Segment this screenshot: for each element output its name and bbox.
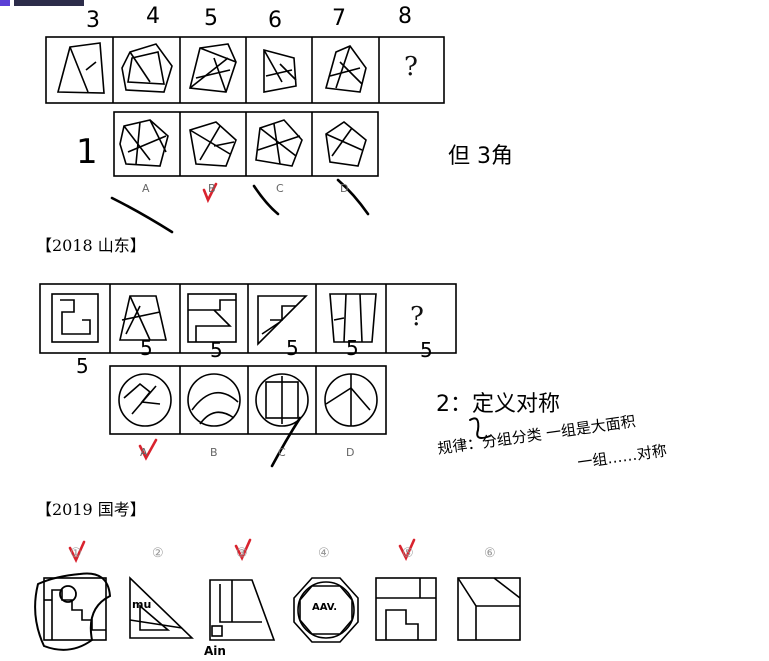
p1-hand-number-3: 3 (86, 8, 100, 33)
p2-hand-number-6: 5 (420, 338, 433, 362)
p1-hand-number-4: 4 (146, 4, 160, 29)
p2-option-label-b[interactable]: B (210, 446, 218, 459)
p2-question-row (39, 283, 457, 354)
p2-option-label-a[interactable]: A (140, 446, 148, 459)
p3-hand-label-aav: AAV. (312, 602, 338, 613)
p1-hand-number-6: 6 (268, 8, 282, 33)
red-check-marks (68, 182, 416, 564)
p2-hand-number-4: 5 (286, 336, 299, 360)
p3-circled-number-3: ③ (236, 546, 248, 561)
p2-note-line1: 2：定义对称 (436, 392, 560, 417)
p3-circled-number-5: ⑤ (402, 546, 414, 561)
p1-option-label-c[interactable]: C (276, 182, 284, 195)
p1-question-row (45, 36, 445, 104)
p1-option-label-a[interactable]: A (142, 182, 150, 195)
header-accent-bar (0, 0, 10, 6)
p1-option-label-b[interactable]: B (208, 182, 216, 195)
p2-options-row (109, 365, 387, 435)
header-title-block (14, 0, 84, 6)
p3-circled-number-1: ① (70, 546, 82, 561)
p3-source-label: 【2019 国考】 (36, 500, 146, 519)
p3-hand-label-ain: Ain (204, 644, 226, 658)
p3-figures-row (43, 576, 521, 643)
p1-option-label-d[interactable]: D (340, 182, 349, 195)
p1-hand-number-7: 7 (332, 6, 346, 31)
p2-hand-number-1: 5 (76, 354, 89, 378)
p2-option-label-d[interactable]: D (346, 446, 355, 459)
p1-hand-number-8: 8 (398, 4, 412, 29)
p3-circled-number-4: ④ (318, 546, 330, 561)
p2-option-label-c[interactable]: C (278, 446, 286, 459)
p2-source-label: 【2018 山东】 (36, 236, 146, 255)
p2-hand-number-5: 5 (346, 336, 359, 360)
p2-hand-number-3: 5 (210, 338, 223, 362)
p3-hand-label-mu: mu (132, 598, 152, 611)
p2-question-mark: ? (410, 302, 424, 332)
p1-hand-number-5: 5 (204, 6, 218, 31)
p3-circled-number-6: ⑥ (484, 546, 496, 561)
p3-circled-number-2: ② (152, 546, 164, 561)
p2-hand-number-2: 5 (140, 336, 153, 360)
p1-options-row (113, 111, 379, 177)
p1-side-note: 但 3角 (448, 144, 513, 169)
p1-question-mark: ? (404, 52, 418, 82)
header-fragment (0, 0, 90, 6)
hand-strokes (34, 178, 491, 651)
p1-hand-left-number: 1 (76, 132, 98, 172)
